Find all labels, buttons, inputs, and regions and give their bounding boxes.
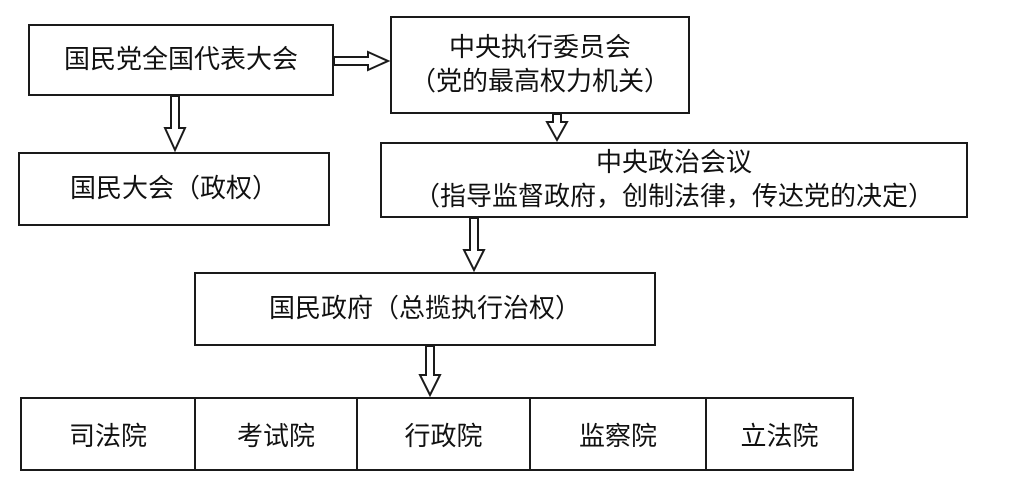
central-political-council-box: 中央政治会议 （指导监督政府，创制法律，传达党的决定） <box>380 142 968 218</box>
party-congress-box: 国民党全国代表大会 <box>28 24 334 96</box>
arrow-down-government-to-yuans <box>418 345 442 398</box>
party-congress-label: 国民党全国代表大会 <box>63 45 298 75</box>
yuan-label: 司法院 <box>68 421 147 452</box>
yuan-label: 立法院 <box>740 421 819 452</box>
national-government-label: 国民政府（总揽执行治权） <box>268 294 581 324</box>
arrow-down-council-to-government <box>462 217 486 273</box>
cec-title: 中央执行委员会 <box>448 33 631 63</box>
national-government-box: 国民政府（总揽执行治权） <box>194 272 656 346</box>
yuan-legislative: 立法院 <box>705 399 852 469</box>
cec-subtitle: （党的最高权力机关） <box>409 67 670 97</box>
yuan-executive: 行政院 <box>356 399 529 469</box>
political-council-title: 中央政治会议 <box>595 148 752 178</box>
central-executive-committee-box: 中央执行委员会 （党的最高权力机关） <box>390 16 690 114</box>
yuan-control: 监察院 <box>529 399 705 469</box>
arrow-right-congress-to-cec <box>333 50 391 72</box>
yuan-judicial: 司法院 <box>22 399 194 469</box>
arrow-down-congress-to-assembly <box>163 95 187 153</box>
yuan-label: 行政院 <box>404 421 483 452</box>
yuan-label: 考试院 <box>236 421 315 452</box>
national-assembly-box: 国民大会（政权） <box>18 152 330 226</box>
yuan-examination: 考试院 <box>194 399 356 469</box>
political-council-subtitle: （指导监督政府，创制法律，传达党的决定） <box>413 182 934 212</box>
national-assembly-label: 国民大会（政权） <box>69 174 278 204</box>
yuan-label: 监察院 <box>578 421 657 452</box>
arrow-down-cec-to-council <box>545 113 569 143</box>
five-yuan-row: 司法院 考试院 行政院 监察院 立法院 <box>20 397 854 471</box>
